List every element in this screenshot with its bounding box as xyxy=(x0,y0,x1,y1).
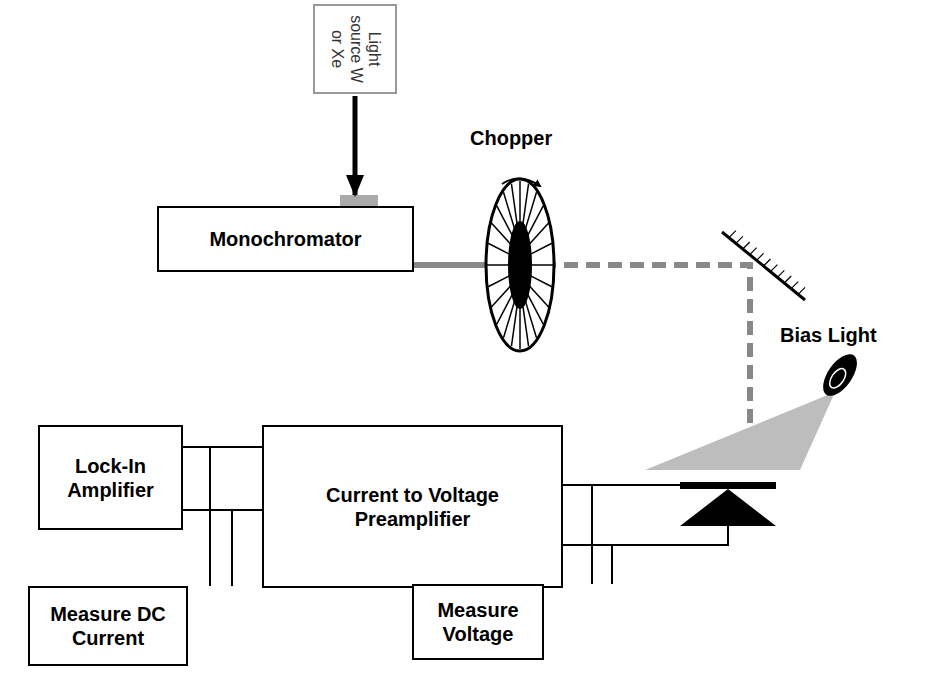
signal-wires xyxy=(563,485,612,584)
bias-light-label: Bias Light xyxy=(780,324,877,347)
node-label: Measure Voltage xyxy=(414,598,542,646)
voltage-meter-box: Measure Voltage xyxy=(412,584,544,660)
bias-lamp xyxy=(816,348,863,401)
rotation-arrow xyxy=(502,178,540,186)
node-label: Measure DC Current xyxy=(30,602,186,650)
light-source-box: Light source W or Xe xyxy=(313,4,397,94)
lock-in-box: Lock-In Amplifier xyxy=(38,425,183,530)
diode-wires xyxy=(592,485,728,545)
light-arrow xyxy=(355,96,356,195)
signal-wires xyxy=(183,447,262,510)
signal-wires xyxy=(210,447,262,586)
preamplifier-box: Current to Voltage Preamplifier xyxy=(262,425,563,588)
node-label: Monochromator xyxy=(201,227,369,251)
chopper-wheel xyxy=(486,179,554,351)
photodiode-symbol xyxy=(680,482,776,526)
bias-light-beam xyxy=(645,392,835,470)
entrance-port xyxy=(340,195,378,206)
mirror xyxy=(722,231,805,300)
node-label: Lock-In Amplifier xyxy=(40,454,181,502)
monochromator-box: Monochromator xyxy=(157,206,414,272)
node-label: Light source W or Xe xyxy=(327,7,382,91)
chopper-label: Chopper xyxy=(470,127,552,150)
dc-current-meter-box: Measure DC Current xyxy=(28,586,188,666)
node-label: Current to Voltage Preamplifier xyxy=(264,483,561,531)
